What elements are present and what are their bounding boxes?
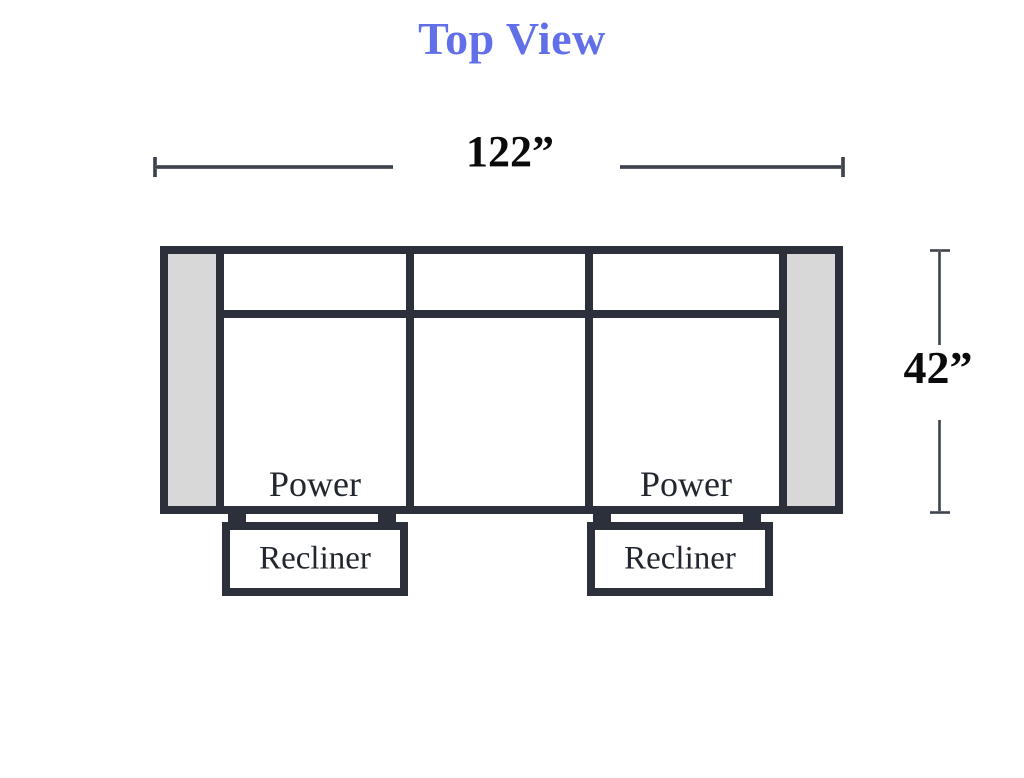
recliner-label-right: Recliner (624, 540, 736, 577)
seat-bay-left: Power (224, 254, 406, 506)
width-dimension-line-left (155, 165, 393, 169)
backrest-center (414, 254, 585, 318)
recliner-box-left: Recliner (222, 522, 408, 596)
width-dimension-line-right (620, 165, 843, 169)
seating-region: Power Power (216, 254, 787, 506)
recliner-box-right: Recliner (587, 522, 773, 596)
sofa-outline: Power Power (160, 246, 843, 514)
width-dimension-tick-right (841, 157, 845, 177)
backrest-left (224, 254, 406, 318)
seat-bay-center (406, 254, 593, 506)
armrest-left (168, 254, 216, 506)
height-dimension-label: 42” (903, 342, 973, 393)
power-label-right: Power (640, 464, 732, 504)
divider-right-armrest (779, 254, 787, 506)
divider-left-armrest (216, 254, 224, 506)
height-dimension-line-bottom (938, 420, 941, 514)
height-dimension-line-top (938, 250, 941, 345)
backrest-right (593, 254, 779, 318)
seat-bays: Power Power (224, 254, 779, 506)
height-dimension-tick-bottom (930, 511, 950, 514)
page-title: Top View (418, 13, 606, 64)
seat-bay-right: Power (593, 254, 779, 506)
seat-cushion-center (414, 318, 585, 506)
seat-cushion-right: Power (593, 318, 779, 506)
armrest-right (787, 254, 835, 506)
power-label-left: Power (269, 464, 361, 504)
seat-cushion-left: Power (224, 318, 406, 506)
recliner-label-left: Recliner (259, 540, 371, 577)
width-dimension-label: 122” (466, 127, 554, 176)
